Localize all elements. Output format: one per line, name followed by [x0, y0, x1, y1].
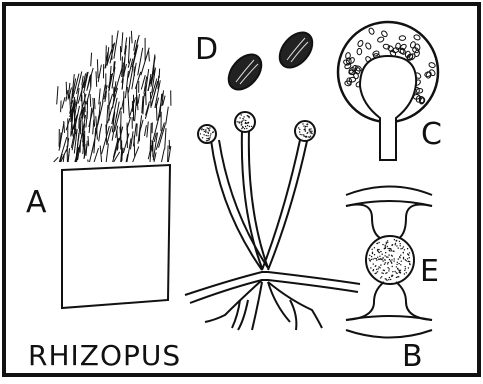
spore-1: [222, 48, 268, 95]
rhizoid-4: [268, 282, 290, 322]
figure-a-mold-growth: [54, 30, 171, 308]
stalk-right-inner: [268, 141, 307, 270]
label-a: A: [26, 188, 47, 218]
bread-block: [62, 165, 170, 308]
stalk-right: [262, 140, 300, 270]
rhizoid-3: [252, 282, 262, 330]
stalk-middle-inner: [249, 130, 268, 268]
label-b: B: [402, 342, 423, 372]
rhizoid-5: [268, 282, 322, 328]
suspensor-top-right: [396, 205, 432, 241]
hyphae-hairs: [54, 30, 171, 162]
rhizoid-6: [290, 300, 296, 330]
label-c: C: [421, 120, 442, 150]
figure-b-sporangiophores: [185, 112, 360, 330]
hypha-top: [346, 187, 432, 196]
suspensor-top-left: [346, 205, 384, 241]
stolon: [185, 272, 360, 295]
hypha-bottom: [346, 330, 432, 338]
figure-d-spores: [222, 26, 319, 95]
label-d: D: [195, 35, 218, 65]
diagram-title: RHIZOPUS: [28, 342, 181, 370]
suspensor-bottom-left: [346, 282, 384, 320]
label-e: E: [420, 257, 439, 287]
spore-2: [273, 26, 319, 73]
